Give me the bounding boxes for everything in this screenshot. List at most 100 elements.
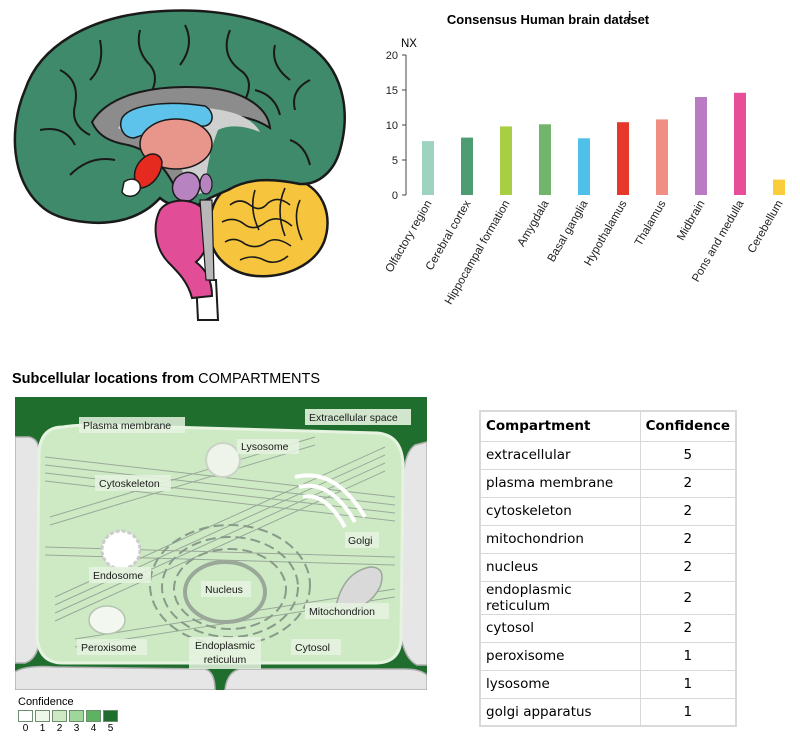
bar-midbrain[interactable] <box>695 97 707 195</box>
legend-level-label: 3 <box>73 723 80 734</box>
x-tick-label: Basal ganglia <box>546 198 591 264</box>
label-lysosome: Lysosome <box>241 441 289 453</box>
y-tick-label: 10 <box>386 120 398 132</box>
peroxisome-region <box>88 605 126 635</box>
compartment-cell: mitochondrion <box>479 524 641 554</box>
neighbor-cell-left <box>15 436 40 664</box>
compartment-cell: cytoskeleton <box>479 496 641 526</box>
legend-title: Confidence <box>18 696 74 708</box>
lysosome-region <box>205 442 241 478</box>
x-tick-label: Midbrain <box>675 199 707 243</box>
confidence-cell: 2 <box>639 613 737 643</box>
chart-title: Consensus Human brain dataset <box>447 12 650 27</box>
legend-swatch <box>52 710 67 722</box>
bar-pons-and-medulla[interactable] <box>734 92 746 195</box>
legend-level-label: 5 <box>107 723 114 734</box>
confidence-cell: 1 <box>639 669 737 699</box>
bars <box>422 92 785 195</box>
y-tick-label: 20 <box>386 50 398 62</box>
x-tick-label: Cerebellum <box>746 199 786 256</box>
label-extracellular-space: Extracellular space <box>309 412 398 424</box>
confidence-cell: 1 <box>639 697 737 727</box>
x-tick-label: Amygdala <box>516 198 552 249</box>
label-cytoskeleton: Cytoskeleton <box>99 478 160 490</box>
y-axis-label: NX <box>401 38 417 50</box>
bar-cerebellum[interactable] <box>773 179 785 195</box>
legend-swatch <box>18 710 33 722</box>
table-header-row: Compartment Confidence <box>479 410 737 442</box>
label-nucleus: Nucleus <box>205 584 243 596</box>
legend-swatch <box>69 710 84 722</box>
legend-swatch <box>103 710 118 722</box>
confidence-cell: 2 <box>639 552 737 582</box>
legend-swatches <box>18 710 138 722</box>
bar-olfactory-region[interactable] <box>422 141 434 195</box>
confidence-cell: 5 <box>639 440 737 470</box>
confidence-cell: 2 <box>639 496 737 526</box>
label-cytosol: Cytosol <box>295 642 330 654</box>
label-endoplasmic-reticulum-line2: reticulum <box>204 654 247 666</box>
subcellular-title: Subcellular locations from COMPARTMENTS <box>12 371 320 387</box>
confidence-cell: 2 <box>639 524 737 554</box>
y-axis: 0 5 10 15 20 <box>386 50 407 202</box>
label-peroxisome: Peroxisome <box>81 642 137 654</box>
bar-hypothalamus[interactable] <box>617 122 629 195</box>
header-confidence: Confidence <box>639 410 737 442</box>
golgi-region <box>294 473 367 528</box>
confidence-cell: 2 <box>639 468 737 498</box>
bar-chart: Consensus Human brain dataset i NX 0 5 10 1… <box>384 9 786 307</box>
legend-level-label: 1 <box>39 723 46 734</box>
bar-cerebral-cortex[interactable] <box>461 137 473 195</box>
x-tick-label: Hypothalamus <box>582 198 629 268</box>
chart-title-info-icon[interactable]: i <box>628 9 631 23</box>
cerebellum-folds <box>221 187 303 264</box>
compartment-cell: lysosome <box>479 669 641 699</box>
midbrain-small <box>199 173 213 195</box>
endosome-region <box>100 529 142 571</box>
compartment-cell: nucleus <box>479 552 641 582</box>
subcellular-title-bold: Subcellular locations from <box>12 371 195 387</box>
label-plasma-membrane: Plasma membrane <box>83 420 171 432</box>
header-compartment: Compartment <box>479 410 641 442</box>
neighbor-cell-right <box>400 441 427 666</box>
bar-thalamus[interactable] <box>656 119 668 195</box>
cell-diagram: Plasma membrane Extracellular space Lyso… <box>15 397 427 690</box>
legend-level-label: 2 <box>56 723 63 734</box>
bar-amygdala[interactable] <box>539 124 551 195</box>
bar-hippocampal-formation[interactable] <box>500 126 512 195</box>
bar-basal-ganglia[interactable] <box>578 138 590 195</box>
midbrain-region <box>171 171 201 202</box>
label-endoplasmic-reticulum-line1: Endoplasmic <box>195 640 255 652</box>
brain-illustration <box>13 9 346 321</box>
compartment-cell: endoplasmic reticulum <box>479 580 641 615</box>
neighbor-cell-bottom <box>15 665 427 690</box>
label-mitochondrion: Mitochondrion <box>309 606 375 618</box>
compartment-cell: golgi apparatus <box>479 697 641 727</box>
legend-level-label: 4 <box>90 723 97 734</box>
y-tick-label: 15 <box>386 85 398 97</box>
y-tick-label: 5 <box>392 155 398 167</box>
y-tick-label: 0 <box>392 190 398 202</box>
legend-swatch <box>35 710 50 722</box>
olfactory-region <box>121 178 141 197</box>
compartment-cell: cytosol <box>479 613 641 643</box>
brainstem-grey <box>199 199 215 281</box>
subcellular-title-source: COMPARTMENTS <box>194 371 321 387</box>
compartment-cell: peroxisome <box>479 641 641 671</box>
legend-level-label: 0 <box>22 723 29 734</box>
